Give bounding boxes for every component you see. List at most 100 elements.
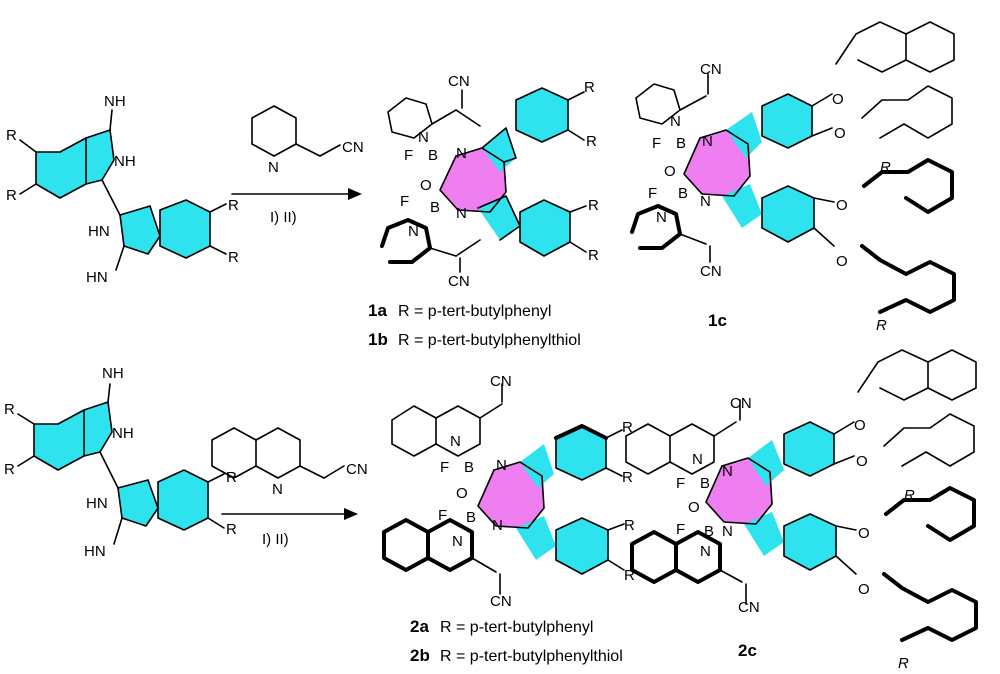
atom-r-1a-2: R (586, 133, 597, 150)
atom-o-1c-1: O (832, 91, 844, 108)
atom-o-1a: O (420, 177, 432, 194)
atom-f-1c-1: F (652, 135, 661, 152)
atom-o-1c-3: O (836, 197, 848, 214)
atom-r-1a-1: R (584, 79, 595, 96)
reactant-1: NH NH R R HN R R HN (6, 93, 239, 286)
atom-ring-nh-2: NH (112, 425, 134, 442)
atom-o-2c-4: O (858, 581, 870, 598)
atom-r-1c-upper: R (880, 159, 891, 176)
atom-f-2c-1: F (676, 475, 685, 492)
atom-o-1c-4: O (836, 253, 848, 270)
atom-imine-hn-1: HN (86, 269, 108, 286)
atom-n-2c-1: N (722, 463, 733, 480)
atom-f-1a-2: F (400, 193, 409, 210)
conditions-bottom: I) II) (262, 531, 289, 548)
atom-imine-hn-2: HN (84, 543, 106, 560)
compound-label-2ab: 2a R = p-tert-butylphenyl 2b R = p-tert-… (410, 617, 623, 665)
atom-r-1d: R (228, 249, 239, 266)
atom-cn-1c: CN (700, 61, 722, 78)
atom-n-2a-1: N (496, 457, 507, 474)
reaction-arrow-top: I) II) (231, 188, 362, 226)
atom-imine-nh-1: NH (104, 93, 126, 110)
atom-cn-2c-2: CN (738, 599, 760, 616)
atom-ring-nh-1: NH (114, 153, 136, 170)
atom-b-1c-1: B (676, 135, 686, 152)
atom-r-2a-1: R (622, 419, 633, 436)
atom-r-1a-4: R (588, 247, 599, 264)
atom-n-reagent-1: N (268, 159, 279, 176)
atom-b-2c-1: B (700, 475, 710, 492)
label-1c-number: 1c (708, 311, 727, 330)
reagent-2-quinolinyl-acetonitrile: N CN (211, 427, 368, 498)
compound-1ab: CN N F B N O F B N N CN R R R R (380, 73, 599, 290)
compound-2c: CN N F B N O F B N N CN O O O O R R 2c (625, 349, 978, 672)
atom-f-2a-1: F (440, 459, 449, 476)
atom-b-1a-2: B (430, 199, 440, 216)
atom-n-1c-1: N (702, 133, 713, 150)
compound-2ab: CN N F B N O F B N N CN R R R R (382, 373, 635, 610)
atom-r-2a-2: R (622, 469, 633, 486)
atom-n-2a-2: N (492, 517, 503, 534)
label-2c-number: 2c (738, 641, 757, 660)
atom-b-1c-2: B (678, 185, 688, 202)
atom-b-2a-2: B (466, 509, 476, 526)
atom-n-1c-py: N (670, 113, 681, 130)
atom-n-2c-2: N (722, 523, 733, 540)
label-2a-number: 2a (410, 617, 429, 636)
atom-cn-reagent-2: CN (346, 461, 368, 478)
label-2a-text: R = p-tert-butylphenyl (440, 619, 593, 636)
atom-n-2a-q2: N (452, 533, 463, 550)
atom-o-1c-2: O (834, 125, 846, 142)
atom-o-2c-3: O (858, 525, 870, 542)
reaction-arrow-bottom: I) II) (221, 508, 358, 548)
atom-n-2a-q: N (450, 433, 461, 450)
atom-n-2c-q2: N (700, 543, 711, 560)
atom-o-1c: O (664, 163, 676, 180)
atom-r-1c: R (228, 197, 239, 214)
compound-1c: CN N F B N O F B N N CN O O O O R R 1c (630, 21, 956, 334)
atom-b-2c-2: B (704, 523, 714, 540)
atom-o-2c: O (688, 499, 700, 516)
conditions-top: I) II) (270, 209, 297, 226)
atom-r-2a-4: R (624, 567, 635, 584)
atom-n-1a-py2: N (408, 223, 419, 240)
atom-n-1c-py2: N (656, 209, 667, 226)
atom-b-2a-1: B (464, 459, 474, 476)
atom-f-2a-2: F (438, 507, 447, 524)
atom-o-2a: O (456, 485, 468, 502)
label-2b-number: 2b (410, 646, 430, 665)
atom-o-2c-2: O (856, 453, 868, 470)
atom-o-2c-1: O (854, 417, 866, 434)
atom-r-2a: R (4, 401, 15, 418)
atom-cn-2a: CN (490, 373, 512, 390)
atom-r-2a-3: R (624, 517, 635, 534)
atom-cn-1a-2: CN (448, 273, 470, 290)
compound-label-1ab: 1a R = p-tert-butylphenyl 1b R = p-tert-… (368, 301, 581, 349)
atom-n-2c-q: N (692, 451, 703, 468)
atom-n-1a-py: N (418, 129, 429, 146)
atom-n-1a-2: N (456, 205, 467, 222)
atom-f-1a-1: F (404, 147, 413, 164)
atom-cn-1c-2: CN (700, 263, 722, 280)
label-1a-number: 1a (368, 301, 387, 320)
atom-cn-2a-2: CN (490, 593, 512, 610)
reactant-2: NH NH R R HN R R HN (4, 365, 237, 560)
atom-n-reagent-2: N (272, 481, 283, 498)
atom-r-1a: R (6, 127, 17, 144)
atom-r-2b: R (4, 461, 15, 478)
atom-cn-2c: CN (730, 395, 752, 412)
atom-cn-1a: CN (448, 73, 470, 90)
atom-ring-hn-1: HN (88, 223, 110, 240)
atom-r-1c-lower: R (876, 317, 887, 334)
atom-r-1b: R (6, 187, 17, 204)
label-1b-text: R = p-tert-butylphenylthiol (398, 332, 581, 349)
label-2b-text: R = p-tert-butylphenylthiol (440, 648, 623, 665)
label-1b-number: 1b (368, 330, 388, 349)
atom-n-1a-1: N (456, 145, 467, 162)
atom-f-2c-2: F (676, 521, 685, 538)
atom-imine-nh-2: NH (102, 365, 124, 382)
atom-r-2c-upper: R (904, 487, 915, 504)
atom-f-1c-2: F (648, 185, 657, 202)
label-1a-text: R = p-tert-butylphenyl (398, 303, 551, 320)
atom-n-1c-2: N (700, 193, 711, 210)
